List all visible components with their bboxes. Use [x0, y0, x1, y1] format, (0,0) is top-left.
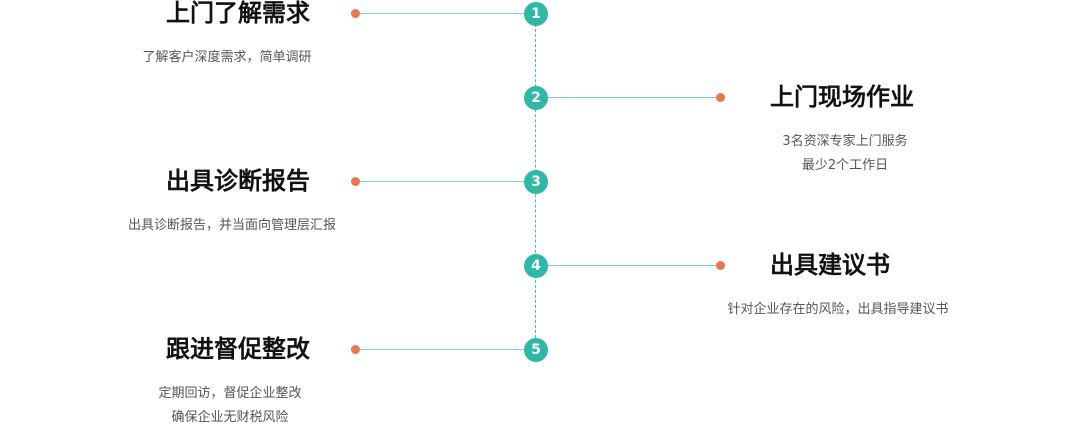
step-5-desc-line-2: 确保企业无财税风险 — [171, 410, 289, 425]
step-4-desc-line-1: 针对企业存在的风险，出具指导建议书 — [727, 302, 949, 317]
step-2-connector — [546, 97, 720, 98]
step-1-dot — [351, 9, 360, 18]
step-3-title: 出具诊断报告 — [166, 167, 310, 195]
step-4-dot — [716, 261, 725, 270]
step-2-desc-line-1: 3名资深专家上门服务 — [782, 134, 908, 149]
step-2-node: 2 — [524, 86, 548, 110]
step-4-title: 出具建议书 — [770, 251, 890, 279]
step-5-desc-line-1: 定期回访，督促企业整改 — [158, 386, 302, 401]
step-5-node: 5 — [524, 338, 548, 362]
step-2-desc-line-2: 最少2个工作日 — [801, 158, 889, 173]
step-5-title: 跟进督促整改 — [166, 335, 310, 363]
step-1-node: 1 — [524, 2, 548, 26]
step-3-node: 3 — [524, 170, 548, 194]
step-4-node: 4 — [524, 254, 548, 278]
step-5-dot — [351, 345, 360, 354]
step-3-desc-line-1: 出具诊断报告，并当面向管理层汇报 — [127, 218, 336, 233]
step-3-dot — [351, 177, 360, 186]
step-3-connector — [356, 181, 526, 182]
step-1-connector — [356, 13, 526, 14]
step-4-connector — [546, 265, 720, 266]
step-1-desc-line-1: 了解客户深度需求，简单调研 — [142, 50, 312, 65]
step-1-title: 上门了解需求 — [166, 0, 310, 27]
step-2-dot — [716, 93, 725, 102]
step-5-connector — [356, 349, 526, 350]
step-2-title: 上门现场作业 — [770, 83, 914, 111]
